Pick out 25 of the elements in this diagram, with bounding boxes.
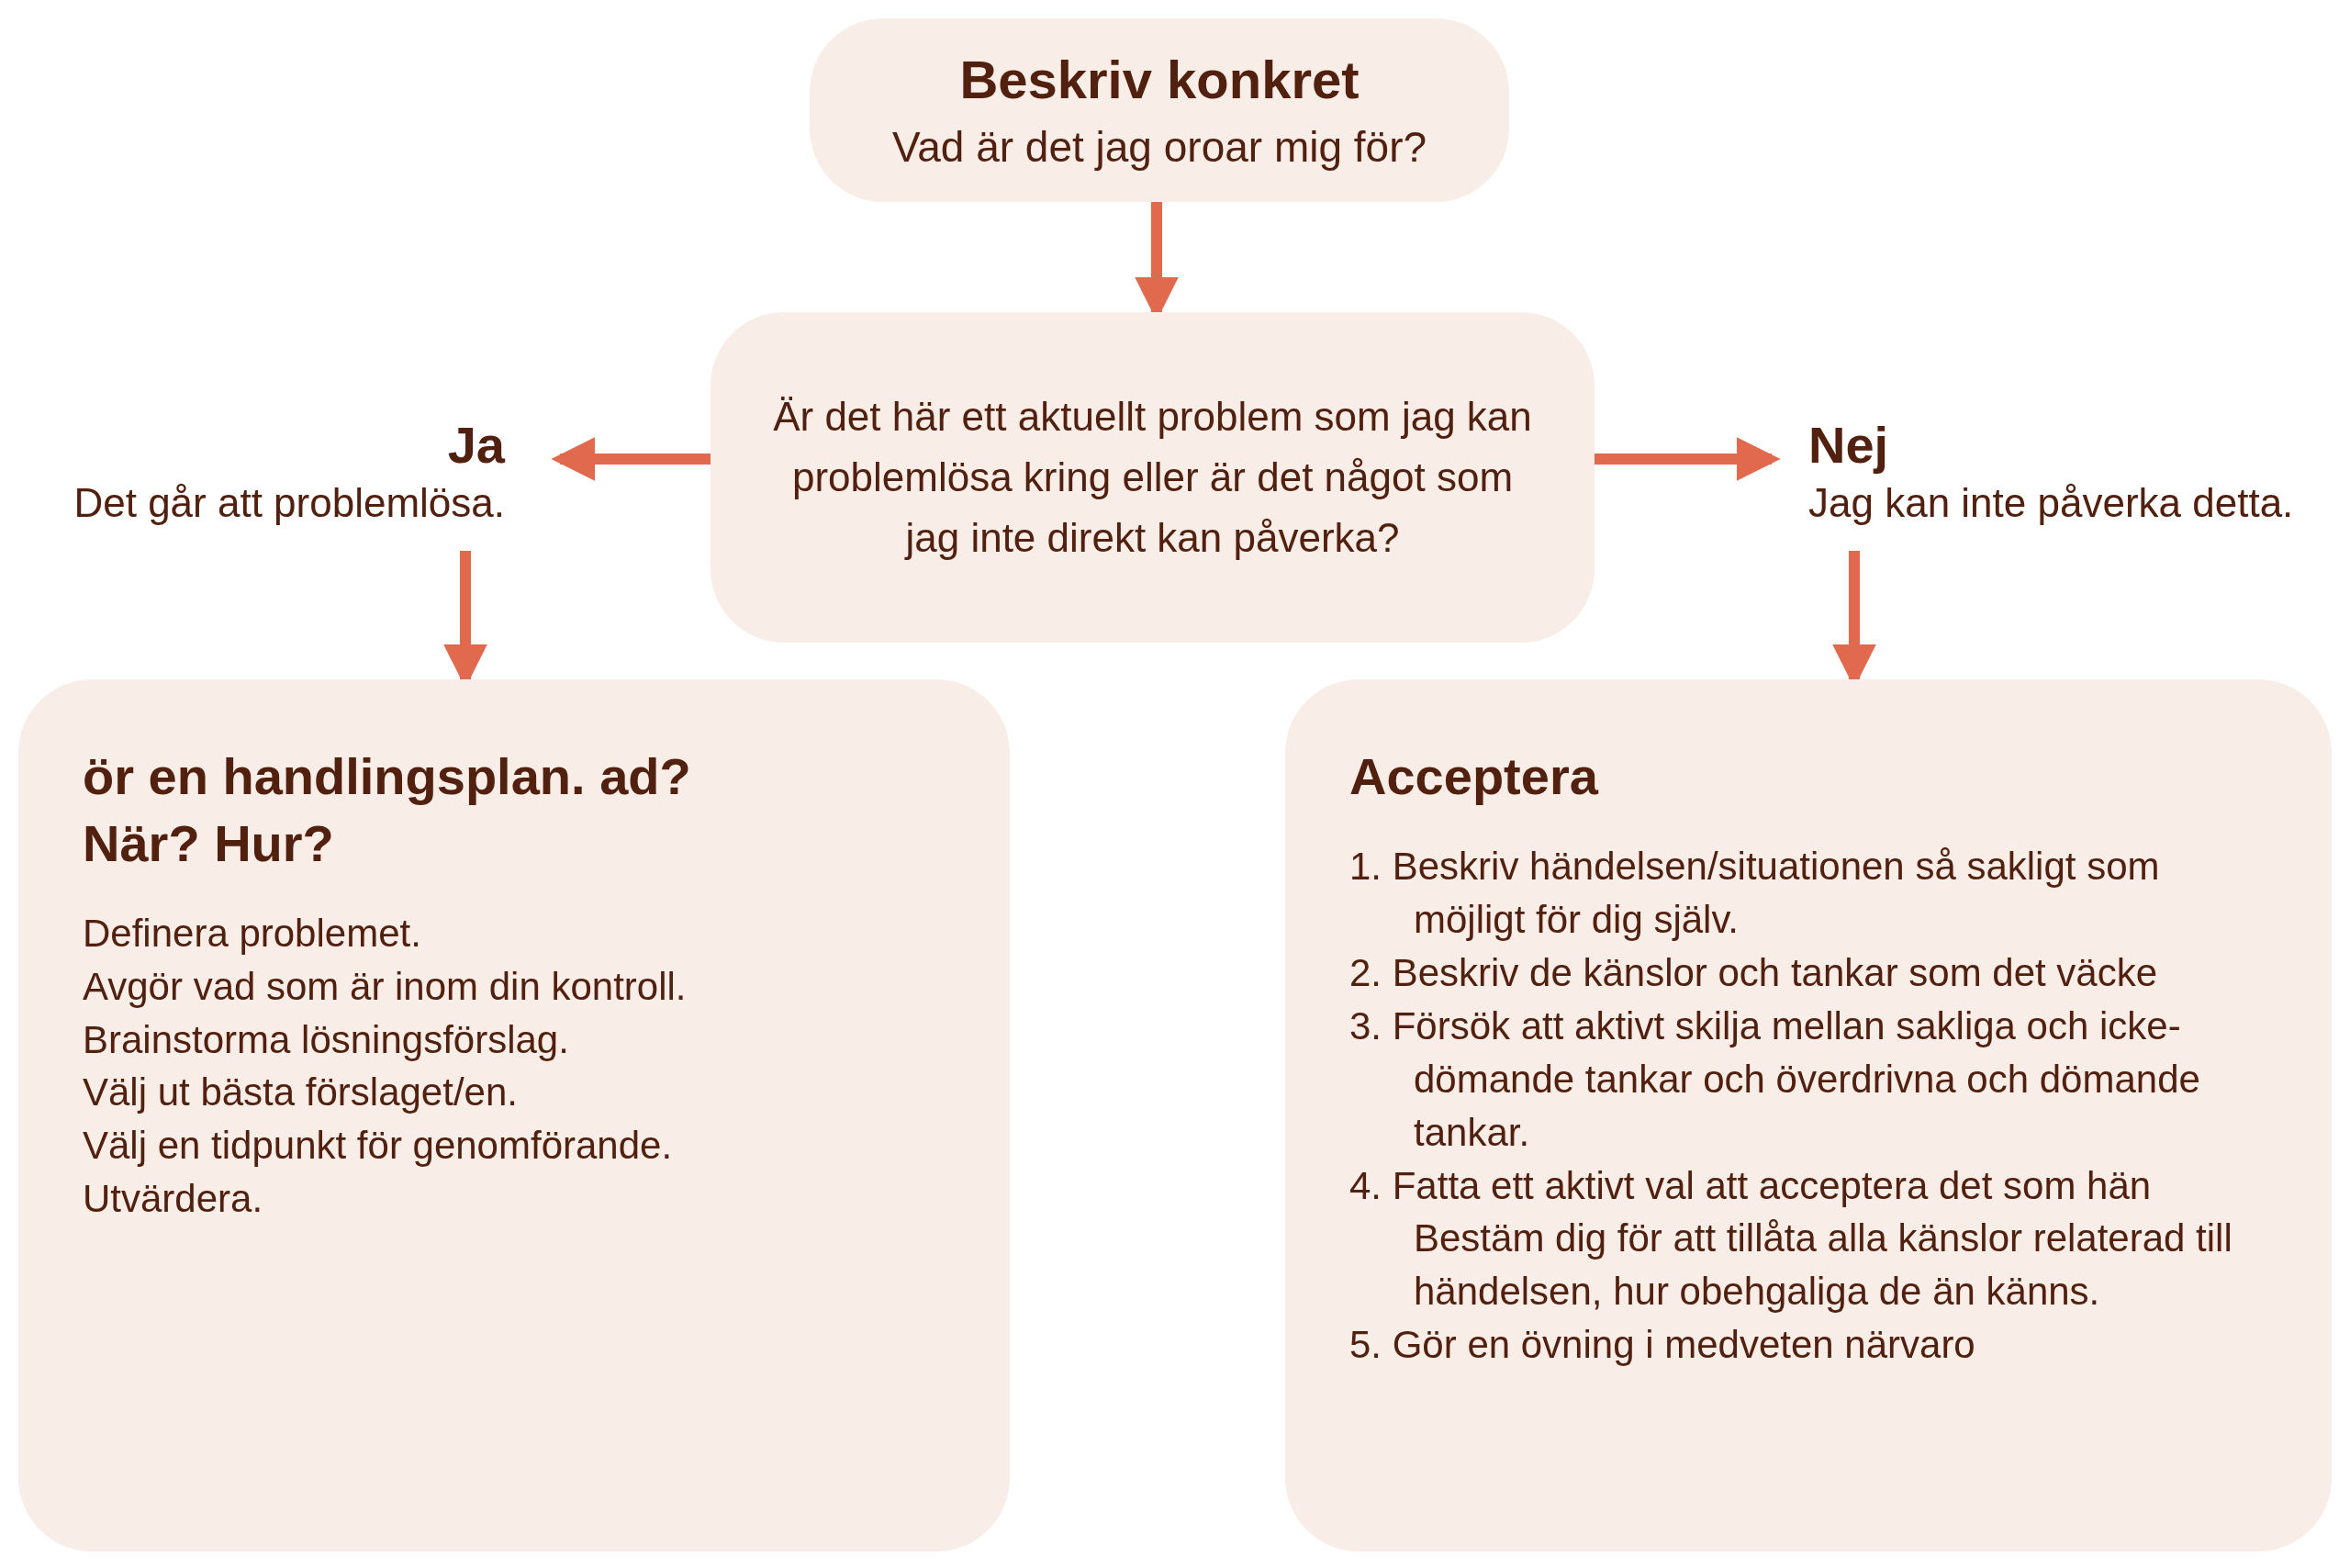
list-item: Välj en tidpunkt för genomförande. [83,1123,674,1170]
list-item: 2. Beskriv de känslor och tankar som det väcke [1349,949,2159,996]
box-text: Vad är det jag oroar mig för? [891,121,1427,173]
box-heading: ör en handlingsplan. ad? När? Hur? [83,746,692,874]
list-item: 3. Försök att aktivt skilja mellan sakliga och icke-dömande tankar och överdrivna och dömande tankar. [1349,1002,2201,1156]
list-item: 1. Beskriv händelsen/situationen så sakligt som möjligt för dig själv. [1349,843,2161,943]
list-item: 5. Gör en övning i medveten närvaro [1349,1322,1976,1369]
arrow [1595,437,1781,481]
result-box [1285,679,2332,1551]
list-item: Avgör vad som är inom din kontroll. [83,963,688,1010]
answer-heading: Ja [447,415,505,476]
answer-text: Det går att problemlösa. [73,479,505,527]
question-text: Är det här ett aktuellt problem som jag kan problemlösa kring eller är det något som jag inte direkt kan påverka? [772,393,1533,562]
box-heading: Acceptera [1349,746,1600,807]
list-item: 4. Fatta ett aktivt val att acceptera det som hän Bestäm dig för att tillåta alla känslor relaterad till händelsen, hur obehgaliga de än känns. [1349,1162,2233,1316]
list-item: Definera problemet. [83,910,422,957]
box-heading: Beskriv konkret [959,49,1360,111]
list-item: Utvärdera. [83,1176,264,1223]
arrow [551,437,711,481]
list-item: Brainstorma lösningsförslag. [83,1016,570,1063]
answer-heading: Nej [1808,415,1889,476]
result-box [18,679,1010,1551]
answer-text: Jag kan inte påverka detta. [1808,479,2294,527]
list-item: Välj ut bästa förslaget/en. [83,1070,519,1116]
decision-box [711,312,1595,643]
